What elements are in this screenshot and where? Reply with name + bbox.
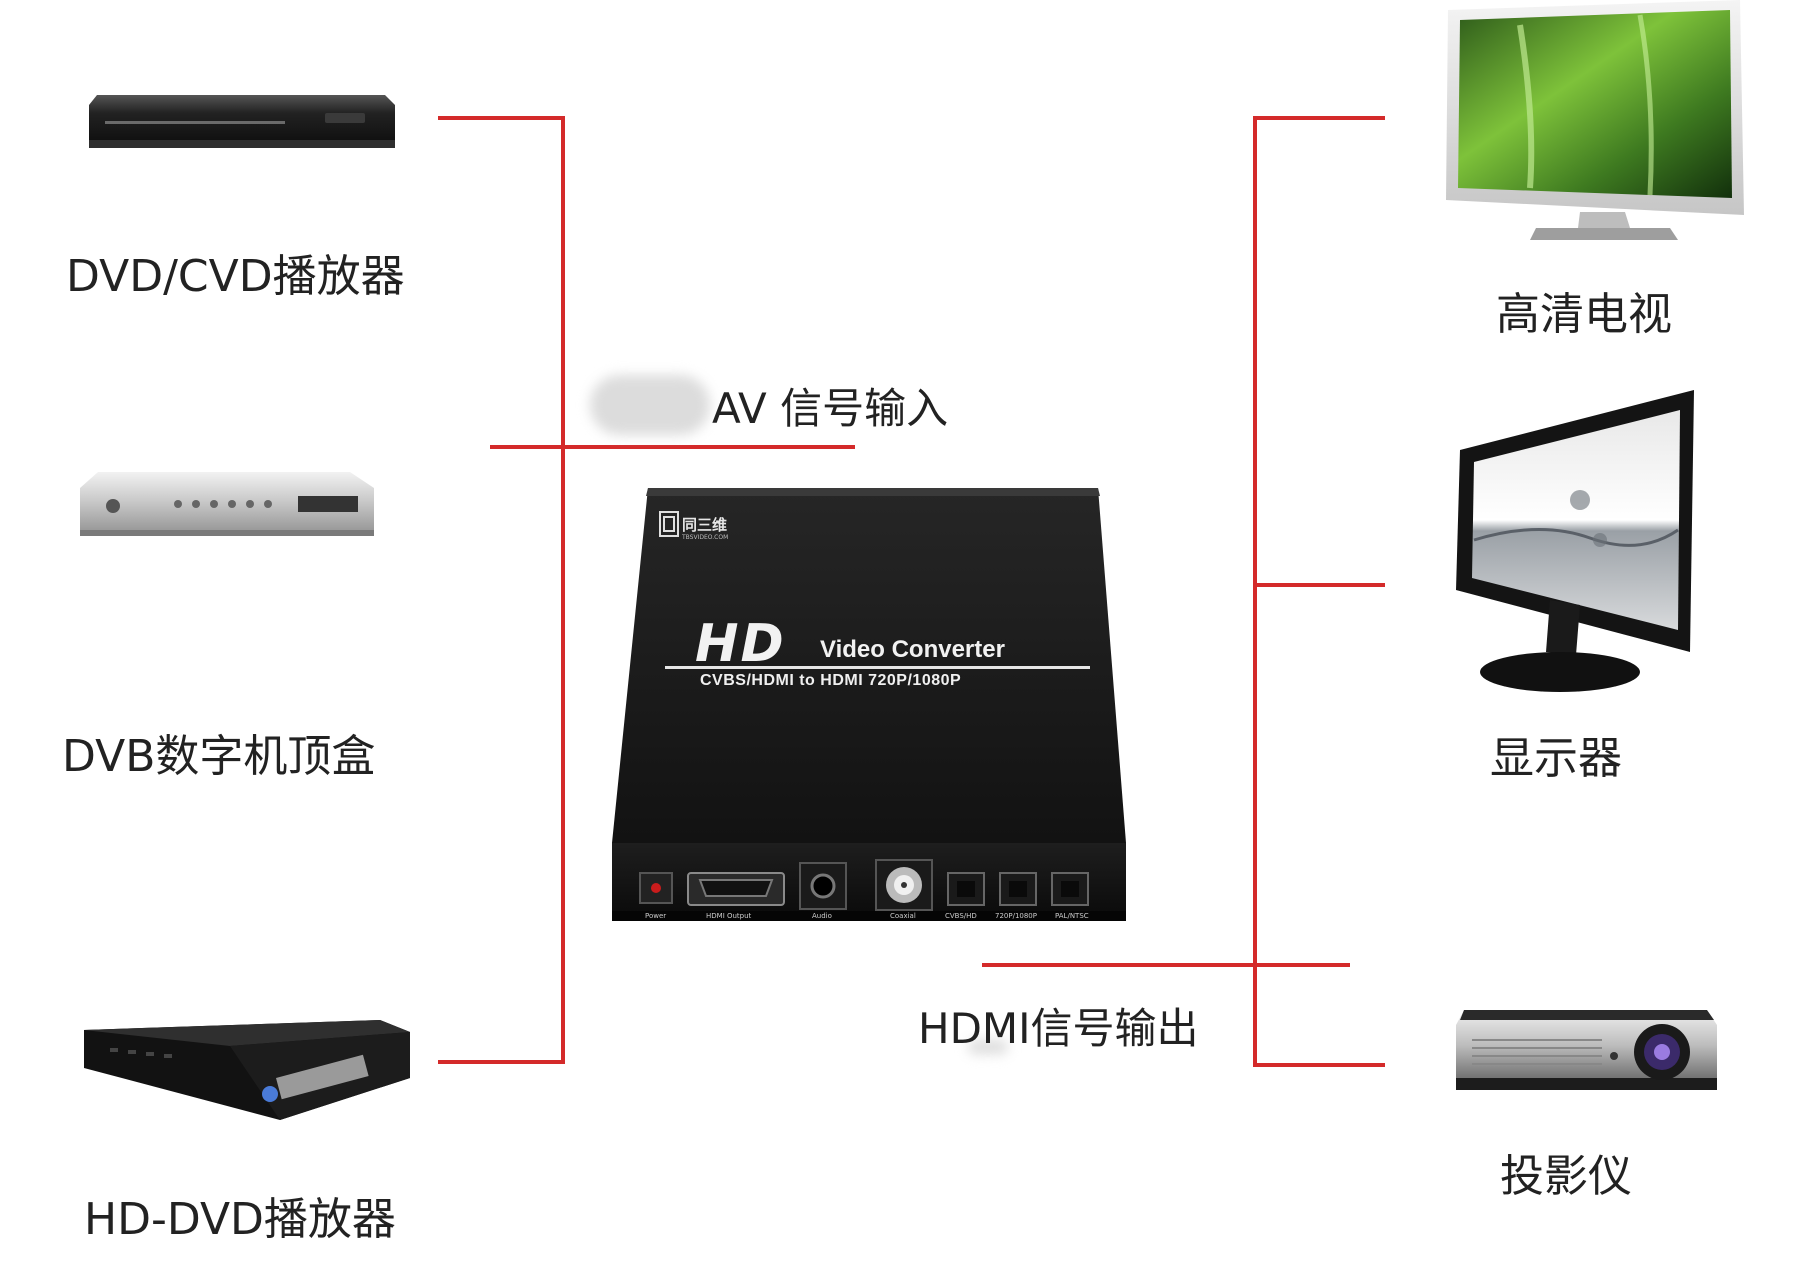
label-dvb: DVB数字机顶盒	[62, 731, 376, 782]
dvd-player-icon	[89, 95, 395, 148]
port-label-hdmi-output: HDMI Output	[706, 912, 752, 920]
converter-title: Video Converter	[820, 636, 1005, 663]
blurred-area-input	[590, 375, 710, 435]
port-label-coaxial: Coaxial	[890, 912, 916, 920]
port-label-pal-ntsc: PAL/NTSC	[1055, 912, 1089, 920]
label-monitor: 显示器	[1490, 733, 1622, 784]
left-connector-top	[438, 116, 565, 1064]
port-label-audio: Audio	[812, 912, 832, 920]
converter-subtitle: CVBS/HDMI to HDMI 720P/1080P	[700, 672, 962, 689]
label-projector: 投影仪	[1500, 1151, 1632, 1202]
hd-dvd-player-icon	[84, 1020, 410, 1120]
hd-video-converter	[612, 488, 1126, 921]
converter-logo: 同三维	[682, 516, 728, 534]
monitor-icon	[1456, 390, 1694, 692]
right-connector-top	[1253, 116, 1385, 1067]
label-av-input: AV 信号输入	[712, 384, 949, 433]
label-dvd-cvd: DVD/CVD播放器	[66, 251, 405, 302]
hdtv-icon	[1446, 0, 1744, 240]
converter-hd-text: HD	[695, 614, 786, 674]
port-label-cvbs-hd: CVBS/HD	[945, 912, 977, 920]
label-hd-dvd: HD-DVD播放器	[84, 1194, 396, 1245]
converter-logo-sub: TBSVIDEO.COM	[682, 534, 729, 541]
blurred-area-output	[968, 1040, 1008, 1054]
label-hdmi-output: HDMI信号输出	[918, 1004, 1199, 1053]
set-top-box-icon	[80, 472, 374, 536]
projector-icon	[1456, 1010, 1717, 1090]
label-hdtv: 高清电视	[1496, 289, 1672, 340]
port-label-720p-1080p: 720P/1080P	[995, 912, 1037, 920]
port-label-power: Power	[645, 912, 667, 920]
